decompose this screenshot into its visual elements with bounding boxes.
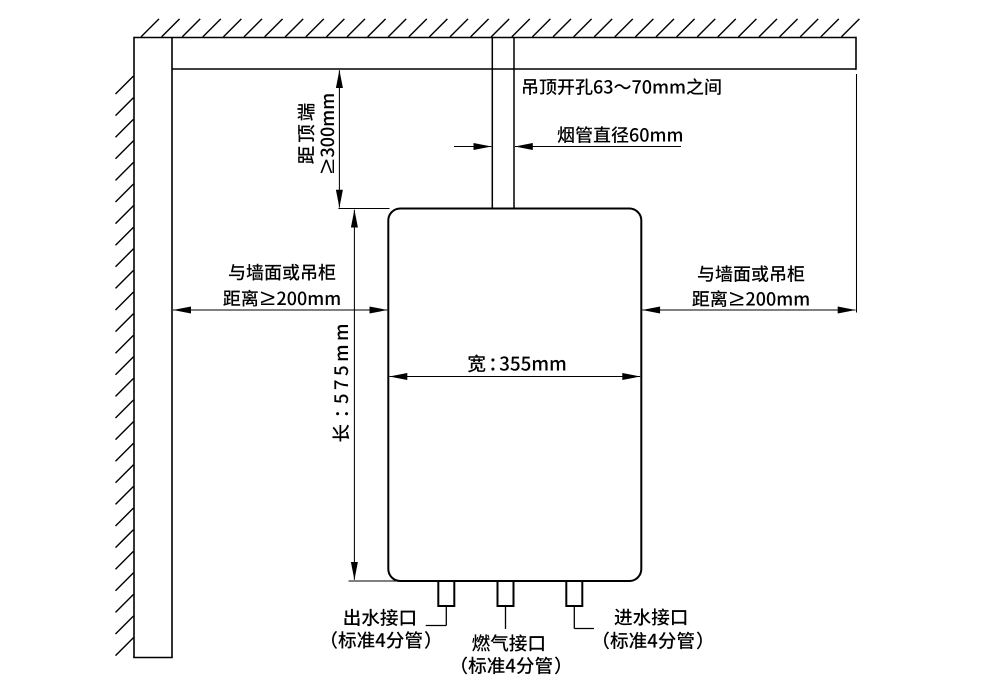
water-heater-body xyxy=(387,207,643,582)
left-clearance-arrow-left xyxy=(173,306,191,314)
ceiling xyxy=(134,18,860,70)
top-clearance-arrow-up xyxy=(335,70,343,88)
label-inlet-2: （标准4分管） xyxy=(604,631,702,650)
left-clearance-arrow-right xyxy=(369,306,388,314)
water-inlet-stub xyxy=(565,580,584,607)
label-inlet-1: 进水接口 xyxy=(614,608,687,626)
dimension-heater-width xyxy=(389,373,641,380)
label-outlet-1: 出水接口 xyxy=(344,608,415,627)
gas-connection-stub xyxy=(496,580,515,607)
width-arrow-right xyxy=(622,373,641,380)
label-flue-diameter: 烟管直径60mm xyxy=(557,126,683,144)
dimension-heater-length xyxy=(348,209,401,582)
dimension-flue-diameter xyxy=(454,143,681,150)
label-heater-length: 长：575mm xyxy=(332,324,350,442)
dimension-top-clearance xyxy=(335,70,390,210)
label-top-clearance-2: ≥300mm xyxy=(320,94,335,174)
top-clearance-arrow-down xyxy=(335,189,343,208)
label-gas-1: 燃气接口 xyxy=(472,634,544,652)
flue-pipe xyxy=(491,37,515,209)
water-outlet-stub xyxy=(437,580,456,607)
label-right-clearance-2: 距离≥200mm xyxy=(692,290,809,307)
label-outlet-2: （标准4分管） xyxy=(332,631,430,649)
dimension-right-clearance xyxy=(642,74,858,314)
wall-hatching xyxy=(115,75,134,657)
length-arrow-down xyxy=(350,562,358,580)
label-left-clearance-2: 距离≥200mm xyxy=(223,289,340,307)
width-arrow-left xyxy=(389,373,408,380)
dimension-left-clearance xyxy=(173,306,388,314)
length-arrow-up xyxy=(350,209,358,228)
label-left-clearance-1: 与墙面或吊柜 xyxy=(228,263,336,281)
right-clearance-arrow-right xyxy=(837,306,856,314)
flue-dia-arrow-right xyxy=(473,143,492,150)
label-gas-2: （标准4分管） xyxy=(462,656,560,675)
label-top-clearance-1: 距顶端 xyxy=(297,103,315,164)
right-clearance-arrow-left xyxy=(642,306,661,314)
wall xyxy=(115,36,173,659)
label-right-clearance-1: 与墙面或吊柜 xyxy=(697,265,805,283)
flue-dia-arrow-left xyxy=(514,143,533,150)
label-ceiling-opening: 吊顶开孔63～70mm之间 xyxy=(523,78,721,96)
connection-leader-lines xyxy=(425,606,594,630)
ceiling-hatching xyxy=(140,18,860,38)
